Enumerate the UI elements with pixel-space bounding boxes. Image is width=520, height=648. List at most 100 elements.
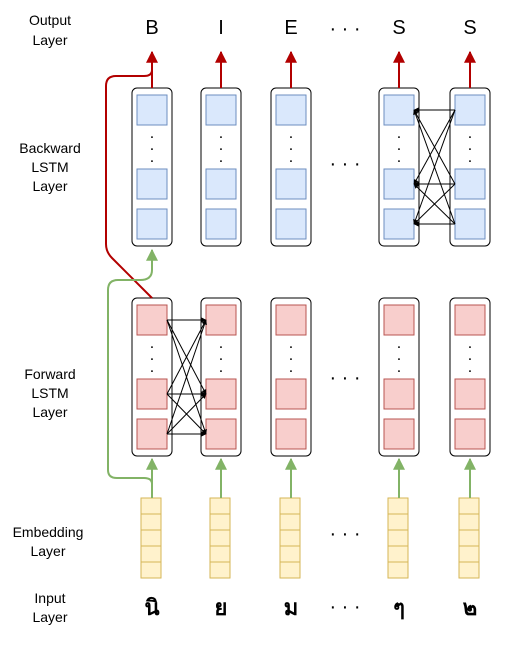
backward-lstm-cell-column bbox=[449, 87, 491, 247]
backward-cell bbox=[383, 208, 415, 240]
embedding-vector bbox=[140, 497, 162, 579]
forward-cell bbox=[275, 418, 307, 450]
forward-layer-label-line2: LSTM bbox=[31, 385, 68, 401]
output-label: I bbox=[218, 17, 224, 39]
svg-text:.: . bbox=[468, 359, 472, 376]
embedding-vector bbox=[387, 497, 409, 579]
svg-text:.: . bbox=[219, 335, 223, 352]
svg-text:.: . bbox=[150, 335, 154, 352]
embedding-vector bbox=[209, 497, 231, 579]
backward-cell bbox=[275, 168, 307, 200]
svg-text:.: . bbox=[468, 149, 472, 166]
backward-recurrent-connections bbox=[413, 107, 456, 227]
svg-text:.: . bbox=[397, 125, 401, 142]
forward-cell bbox=[136, 378, 168, 410]
forward-layer-label-line3: Layer bbox=[32, 404, 67, 420]
backward-cell bbox=[136, 208, 168, 240]
input-char: ม bbox=[284, 596, 299, 621]
forward-lstm-cell-column bbox=[378, 297, 420, 457]
input-char: ๆ bbox=[393, 596, 405, 621]
output-label: S bbox=[392, 17, 405, 39]
output-label: E bbox=[284, 17, 297, 39]
backward-cell bbox=[454, 94, 486, 126]
forward-lstm-cell-column bbox=[449, 297, 491, 457]
forward-cell bbox=[205, 378, 237, 410]
output-arrows bbox=[105, 50, 476, 299]
forward-cell bbox=[383, 378, 415, 410]
input-char: ย bbox=[215, 596, 228, 621]
svg-text:.: . bbox=[289, 149, 293, 166]
output-label: B bbox=[145, 17, 158, 39]
svg-text:.: . bbox=[219, 359, 223, 376]
svg-text:.: . bbox=[219, 137, 223, 154]
backward-ellipsis: · · · bbox=[329, 153, 360, 175]
forward-layer-label: Forward LSTM Layer bbox=[24, 366, 75, 420]
output-layer-label-line2: Layer bbox=[32, 32, 67, 48]
backward-lstm-cell-column bbox=[200, 87, 242, 247]
embedding-to-backward-connector bbox=[107, 248, 158, 498]
backward-lstm-layer bbox=[131, 87, 491, 247]
embedding-vector bbox=[458, 497, 480, 579]
backward-layer-label-line3: Layer bbox=[32, 178, 67, 194]
backward-cell bbox=[205, 94, 237, 126]
svg-text:.: . bbox=[219, 149, 223, 166]
forward-ellipsis: · · · bbox=[329, 367, 360, 389]
output-layer-label: Output Layer bbox=[29, 12, 71, 48]
svg-text:.: . bbox=[468, 347, 472, 364]
svg-text:.: . bbox=[289, 359, 293, 376]
svg-text:.: . bbox=[150, 125, 154, 142]
input-layer-label-line1: Input bbox=[34, 590, 65, 606]
backward-cell bbox=[205, 168, 237, 200]
svg-text:.: . bbox=[397, 149, 401, 166]
backward-lstm-cell-column bbox=[270, 87, 312, 247]
forward-cell bbox=[454, 378, 486, 410]
svg-text:.: . bbox=[219, 125, 223, 142]
svg-text:.: . bbox=[397, 137, 401, 154]
backward-cell bbox=[275, 94, 307, 126]
embedding-layer-label: Embedding Layer bbox=[13, 524, 84, 559]
svg-text:.: . bbox=[289, 125, 293, 142]
svg-text:.: . bbox=[468, 335, 472, 352]
backward-cell bbox=[205, 208, 237, 240]
svg-text:.: . bbox=[219, 347, 223, 364]
embedding-vector bbox=[279, 497, 301, 579]
forward-cell bbox=[275, 378, 307, 410]
forward-cell bbox=[454, 418, 486, 450]
embedding-ellipsis: · · · bbox=[329, 523, 360, 545]
backward-cell bbox=[275, 208, 307, 240]
input-layer-label-line2: Layer bbox=[32, 609, 67, 625]
svg-text:.: . bbox=[150, 347, 154, 364]
svg-text:.: . bbox=[397, 347, 401, 364]
svg-text:.: . bbox=[397, 359, 401, 376]
svg-text:.: . bbox=[468, 125, 472, 142]
forward-cell bbox=[275, 304, 307, 336]
svg-text:.: . bbox=[289, 347, 293, 364]
forward-cell bbox=[454, 304, 486, 336]
embedding-arrows bbox=[107, 248, 476, 498]
forward-cell bbox=[383, 304, 415, 336]
svg-text:.: . bbox=[150, 137, 154, 154]
backward-layer-label-line2: LSTM bbox=[31, 159, 68, 175]
forward-cell bbox=[205, 304, 237, 336]
forward-cell bbox=[136, 304, 168, 336]
forward-cell bbox=[136, 418, 168, 450]
embedding-layer-label-line1: Embedding bbox=[13, 524, 84, 540]
input-char: นิ bbox=[144, 596, 159, 621]
backward-layer-label-line1: Backward bbox=[19, 140, 80, 156]
forward-recurrent-connections bbox=[166, 317, 207, 437]
forward-layer-label-line1: Forward bbox=[24, 366, 75, 382]
backward-lstm-cell-column bbox=[131, 87, 173, 247]
forward-lstm-layer bbox=[131, 297, 491, 457]
forward-lstm-cell-column bbox=[200, 297, 242, 457]
svg-text:.: . bbox=[289, 137, 293, 154]
backward-cell bbox=[383, 94, 415, 126]
forward-to-output-connector bbox=[105, 69, 153, 299]
svg-text:.: . bbox=[289, 335, 293, 352]
forward-cell bbox=[383, 418, 415, 450]
backward-layer-label: Backward LSTM Layer bbox=[19, 140, 80, 194]
output-label: S bbox=[463, 17, 476, 39]
svg-text:.: . bbox=[468, 137, 472, 154]
backward-cell bbox=[454, 208, 486, 240]
vertical-dots: . . . . . . . . . . . . . . . . . . . . … bbox=[150, 125, 472, 376]
